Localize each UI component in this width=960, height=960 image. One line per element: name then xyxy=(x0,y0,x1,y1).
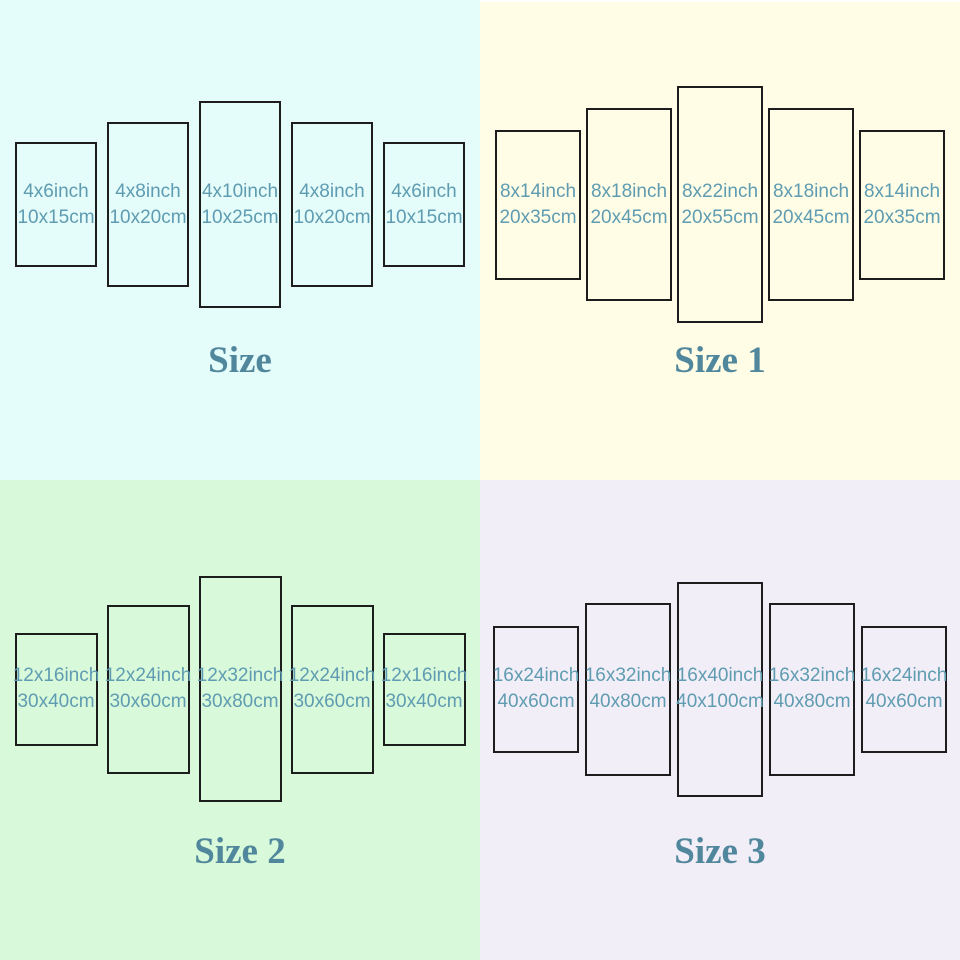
panel-size-cm: 20x55cm xyxy=(681,206,759,228)
panel-size-cm: 10x15cm xyxy=(17,206,95,228)
panel-label: 12x32inch 30x80cm xyxy=(197,663,284,715)
panel-size-cm: 20x45cm xyxy=(772,206,850,228)
panel-label: 8x14inch 20x35cm xyxy=(499,179,576,231)
panel-label: 16x40inch 40x100cm xyxy=(676,663,764,715)
panel: 8x18inch 20x45cm xyxy=(586,108,672,301)
panel: 4x10inch 10x25cm xyxy=(199,101,281,308)
panel-size-cm: 40x100cm xyxy=(676,691,764,712)
panel-label: 8x22inch 20x55cm xyxy=(681,179,758,231)
panel-label: 16x32inch 40x80cm xyxy=(585,663,672,715)
panel-size-inch: 4x6inch xyxy=(391,180,457,202)
panel: 12x16inch 30x40cm xyxy=(13,632,100,746)
panel-size-inch: 8x22inch xyxy=(681,180,759,202)
panel: 12x24inch 30x60cm xyxy=(289,604,376,774)
panel-label: 16x24inch 40x60cm xyxy=(861,663,948,715)
panel-size-inch: 12x16inch xyxy=(12,665,100,686)
panel-size-inch: 16x24inch xyxy=(492,665,580,686)
panel-size-inch: 4x8inch xyxy=(115,180,181,202)
panel-row: 16x24inch 40x60cm 16x32inch 40x80cm 16x4… xyxy=(480,480,960,898)
panel-size-inch: 16x32inch xyxy=(768,665,856,686)
quadrant-title: Size 1 xyxy=(674,340,766,381)
panel-label: 4x6inch 10x15cm xyxy=(17,179,94,231)
panel-size-inch: 16x32inch xyxy=(584,665,672,686)
top-edge-strip xyxy=(480,0,960,2)
quadrant-title: Size 2 xyxy=(194,831,286,872)
panel-size-inch: 12x24inch xyxy=(104,665,192,686)
panel-size-inch: 12x32inch xyxy=(196,665,284,686)
panel-size-inch: 12x24inch xyxy=(288,665,376,686)
quadrant-size: 4x6inch 10x15cm 4x8inch 10x20cm 4x10inch… xyxy=(0,0,480,480)
panel: 12x16inch 30x40cm xyxy=(381,632,468,746)
panel-label: 16x32inch 40x80cm xyxy=(769,663,856,715)
panel-row: 4x6inch 10x15cm 4x8inch 10x20cm 4x10inch… xyxy=(0,0,480,409)
panel-label: 4x10inch 10x25cm xyxy=(201,179,278,231)
panel: 8x22inch 20x55cm xyxy=(677,86,763,323)
panel-label: 12x24inch 30x60cm xyxy=(289,663,376,715)
panel: 12x32inch 30x80cm xyxy=(197,576,284,802)
quadrant-size-3: 16x24inch 40x60cm 16x32inch 40x80cm 16x4… xyxy=(480,480,960,960)
panel: 8x14inch 20x35cm xyxy=(495,129,581,280)
panel-size-cm: 30x60cm xyxy=(109,691,187,712)
panel-label: 4x8inch 10x20cm xyxy=(109,179,186,231)
panel-label: 16x24inch 40x60cm xyxy=(493,663,580,715)
panel-size-cm: 30x60cm xyxy=(293,691,371,712)
panel: 4x8inch 10x20cm xyxy=(291,122,373,287)
panel-size-cm: 40x60cm xyxy=(865,691,943,712)
panel-row: 8x14inch 20x35cm 8x18inch 20x45cm 8x22in… xyxy=(480,0,960,409)
panel-label: 8x18inch 20x45cm xyxy=(772,179,849,231)
panel: 16x24inch 40x60cm xyxy=(861,625,948,753)
panel-size-inch: 16x24inch xyxy=(860,665,948,686)
panel-size-cm: 30x40cm xyxy=(385,691,463,712)
panel: 8x18inch 20x45cm xyxy=(768,108,854,301)
panel-size-cm: 10x20cm xyxy=(293,206,371,228)
panel-size-cm: 40x80cm xyxy=(773,691,851,712)
panel-size-inch: 16x40inch xyxy=(676,665,764,686)
panel-label: 8x18inch 20x45cm xyxy=(590,179,667,231)
panel-size-cm: 10x20cm xyxy=(109,206,187,228)
quadrant-size-2: 12x16inch 30x40cm 12x24inch 30x60cm 12x3… xyxy=(0,480,480,960)
panel-row: 12x16inch 30x40cm 12x24inch 30x60cm 12x3… xyxy=(0,480,480,898)
panel-size-cm: 30x80cm xyxy=(201,691,279,712)
panel-size-cm: 10x25cm xyxy=(201,206,279,228)
panel-label: 4x8inch 10x20cm xyxy=(293,179,370,231)
panel-label: 8x14inch 20x35cm xyxy=(863,179,940,231)
panel-size-cm: 40x60cm xyxy=(497,691,575,712)
panel: 4x8inch 10x20cm xyxy=(107,122,189,287)
panel-size-inch: 4x10inch xyxy=(201,180,279,202)
panel-size-cm: 10x15cm xyxy=(385,206,463,228)
panel: 16x32inch 40x80cm xyxy=(585,602,672,776)
quadrant-size-1: 8x14inch 20x35cm 8x18inch 20x45cm 8x22in… xyxy=(480,0,960,480)
panel-size-cm: 30x40cm xyxy=(17,691,95,712)
panel: 8x14inch 20x35cm xyxy=(859,129,945,280)
panel-size-inch: 4x6inch xyxy=(23,180,89,202)
panel: 4x6inch 10x15cm xyxy=(383,142,465,267)
panel: 12x24inch 30x60cm xyxy=(105,604,192,774)
panel-label: 12x24inch 30x60cm xyxy=(105,663,192,715)
panel-label: 4x6inch 10x15cm xyxy=(385,179,462,231)
panel-size-inch: 12x16inch xyxy=(380,665,468,686)
panel-label: 12x16inch 30x40cm xyxy=(381,663,468,715)
quadrant-title: Size 3 xyxy=(674,831,766,872)
panel-size-inch: 4x8inch xyxy=(299,180,365,202)
panel-size-cm: 20x35cm xyxy=(499,206,577,228)
panel-size-inch: 8x18inch xyxy=(590,180,668,202)
panel-size-cm: 40x80cm xyxy=(589,691,667,712)
panel-size-inch: 8x14inch xyxy=(499,180,577,202)
panel: 4x6inch 10x15cm xyxy=(15,142,97,267)
panel-size-inch: 8x18inch xyxy=(772,180,850,202)
panel-size-cm: 20x35cm xyxy=(863,206,941,228)
panel-label: 12x16inch 30x40cm xyxy=(13,663,100,715)
panel-size-cm: 20x45cm xyxy=(590,206,668,228)
panel: 16x24inch 40x60cm xyxy=(493,625,580,753)
quadrant-title: Size xyxy=(208,340,272,381)
panel: 16x40inch 40x100cm xyxy=(676,581,764,797)
panel: 16x32inch 40x80cm xyxy=(769,602,856,776)
panel-size-inch: 8x14inch xyxy=(863,180,941,202)
